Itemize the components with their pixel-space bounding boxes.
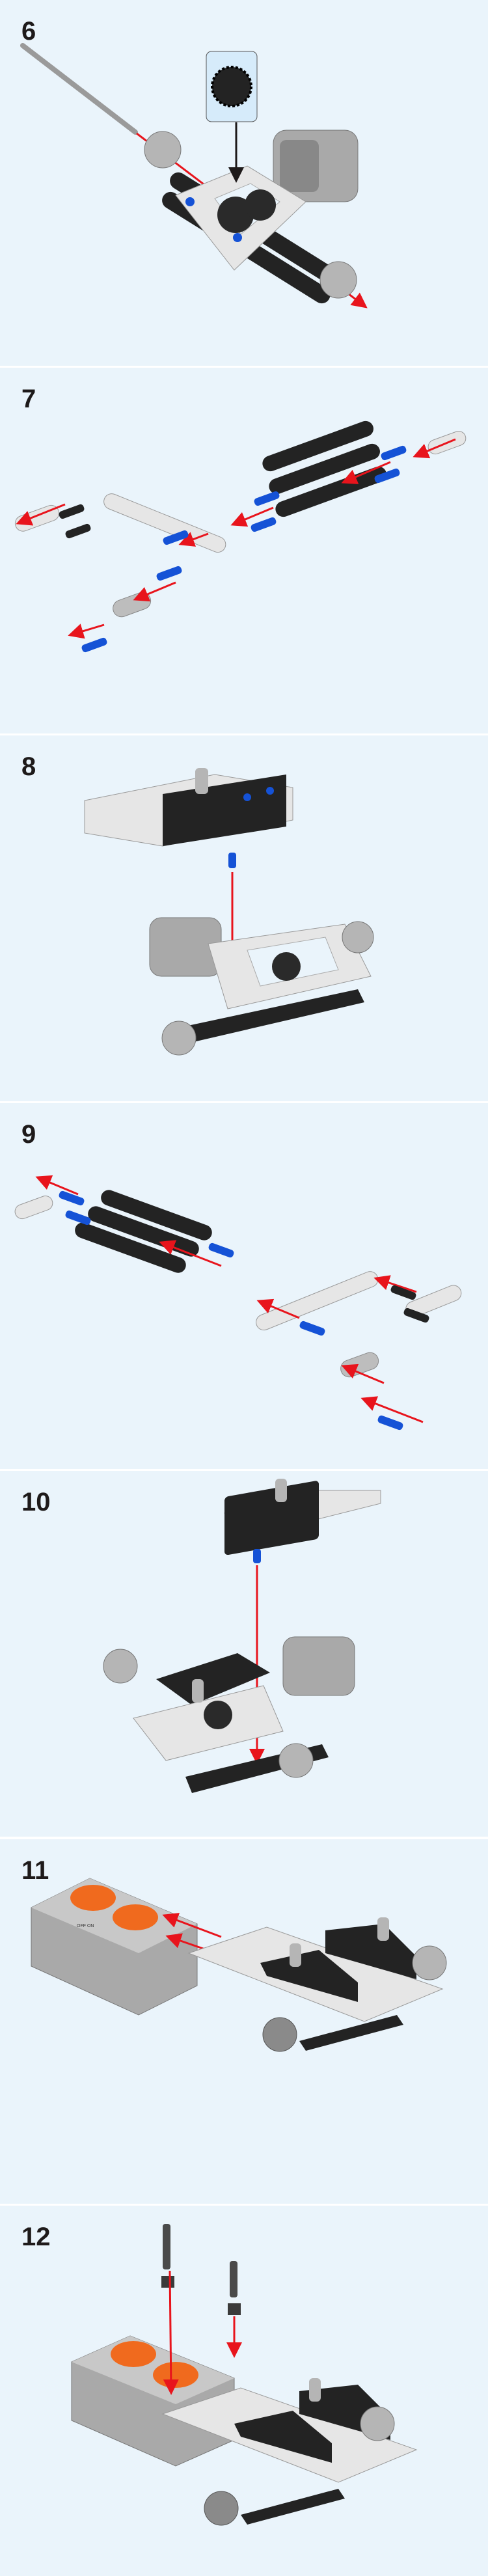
hub: [144, 131, 182, 169]
step-6-panel: 6: [0, 0, 488, 366]
blue-pin: [228, 853, 236, 868]
insert-arrow: [162, 1913, 222, 1938]
switch-label: OFF ON: [77, 1924, 94, 1928]
step-number: 7: [21, 385, 36, 413]
chassis: [103, 1636, 355, 1793]
blue-pin-group: [81, 445, 407, 653]
step-11-panel: 11 OFF ON: [0, 1839, 488, 2204]
insert-arrow: [159, 1240, 222, 1267]
black-beam: [275, 466, 386, 517]
subassembly: [84, 768, 293, 847]
white-beam: [103, 493, 226, 553]
step-6-illustration: [20, 43, 368, 308]
black-beam: [262, 420, 373, 472]
chassis: [149, 917, 374, 1056]
step-11-illustration: OFF ON: [31, 1878, 447, 2052]
gear-icon: [211, 66, 252, 107]
connector: [161, 2276, 174, 2288]
insert-arrow: [133, 581, 176, 602]
insert-arrow: [68, 623, 105, 639]
step-number: 9: [21, 1120, 36, 1149]
place-arrow: [163, 2270, 179, 2395]
step-number: 8: [21, 752, 36, 781]
step-10-panel: 10: [0, 1471, 488, 1837]
white-beam: [14, 1196, 53, 1220]
insert-arrow: [178, 532, 209, 547]
insert-arrow: [16, 503, 66, 526]
step-number: 11: [21, 1856, 49, 1885]
white-beam: [14, 504, 60, 532]
blue-pin: [233, 233, 242, 242]
step-12-illustration: [71, 2224, 418, 2526]
insert-arrow: [360, 1396, 424, 1423]
blue-pin: [253, 1549, 261, 1563]
chassis: [161, 2378, 418, 2526]
gear: [217, 189, 276, 233]
subassembly: [223, 1479, 381, 1555]
step-10-illustration: [103, 1479, 381, 1793]
hub: [319, 261, 357, 299]
chassis: [187, 1917, 447, 2052]
axle: [20, 43, 138, 135]
step-number: 10: [21, 1488, 51, 1516]
blue-pin: [185, 197, 195, 206]
insert-arrow: [373, 1275, 417, 1293]
insert-arrow: [341, 461, 391, 484]
black-beam: [101, 1190, 212, 1240]
step-8-panel: 8: [0, 735, 488, 1101]
black-axle: [163, 2224, 170, 2269]
black-pin-group: [59, 504, 91, 539]
step-12-panel: 12: [0, 2206, 488, 2576]
step-7-illustration: [14, 420, 467, 653]
insert-arrow: [165, 1933, 208, 1951]
battery-box: OFF ON: [31, 1878, 198, 2016]
black-beam: [269, 443, 380, 495]
black-axle: [230, 2261, 237, 2297]
step-9-illustration: [14, 1175, 462, 1431]
insert-arrow: [413, 438, 456, 459]
motor: [273, 130, 359, 202]
black-beam: [75, 1222, 186, 1273]
step-number: 12: [21, 2223, 51, 2251]
step-8-illustration: [84, 768, 374, 1056]
blue-pin-group: [59, 1190, 403, 1431]
step-7-panel: 7: [0, 368, 488, 733]
connector: [228, 2303, 241, 2315]
insert-arrow: [35, 1175, 79, 1196]
insert-arrow: [341, 1363, 385, 1384]
white-beam: [256, 1271, 379, 1331]
black-pin-group: [390, 1285, 429, 1323]
step-number: 6: [21, 17, 36, 46]
battery-box: [71, 2335, 235, 2467]
small-liftarm: [340, 1352, 379, 1378]
step-9-panel: 9: [0, 1103, 488, 1469]
insert-arrow: [256, 1298, 300, 1319]
insert-arrow: [230, 506, 274, 527]
